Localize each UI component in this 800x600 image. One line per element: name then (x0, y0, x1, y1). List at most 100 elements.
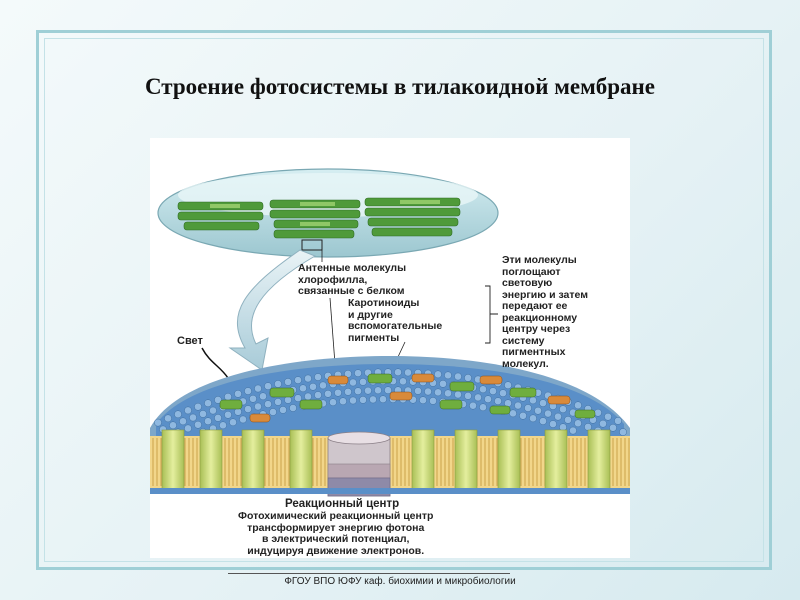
lipid-head (529, 396, 537, 405)
lipid-head (609, 423, 617, 432)
lipid-head (594, 408, 602, 417)
lipid-head (214, 396, 222, 404)
lipid-head (539, 417, 547, 425)
footer-rule (228, 573, 510, 574)
lipid-head (489, 387, 497, 395)
lipid-head (554, 412, 562, 421)
lipid-head (184, 424, 192, 433)
lipid-head (349, 396, 357, 405)
zoom-arrow (228, 249, 317, 371)
lipid-head (329, 398, 337, 407)
lipid-head (219, 421, 227, 430)
lipid-head (274, 380, 282, 388)
lipid-head (184, 406, 192, 415)
lipid-head (214, 414, 222, 422)
photosystem-figure: Антенные молекулы хлорофилла, связанные … (150, 138, 630, 558)
slide-title: Строение фотосистемы в тилакоидной мембр… (144, 74, 655, 99)
lipid-head (239, 415, 247, 424)
lipid-head (244, 387, 252, 395)
lipid-head (334, 388, 342, 397)
lipid-head (474, 393, 482, 402)
lipid-head (399, 377, 407, 386)
lipid-head (419, 396, 427, 405)
lipid-head (359, 396, 367, 404)
lipid-head (154, 418, 162, 427)
lipid-head (304, 392, 312, 401)
lipid-head (344, 388, 352, 396)
lipid-head (314, 373, 322, 381)
lipid-head (444, 371, 452, 380)
lipid-head (434, 370, 442, 379)
lipid-head (354, 387, 362, 396)
lipid-head (284, 378, 292, 386)
label-carotenoids: Каротиноиды и другие вспомогательные пиг… (348, 297, 443, 344)
lipid-head (254, 384, 262, 393)
lipid-head (284, 396, 292, 404)
lipid-head (279, 406, 287, 414)
lipid-head (249, 394, 257, 403)
lipid-head (434, 388, 442, 397)
thylakoid-membrane (150, 356, 630, 497)
lipid-head (369, 395, 377, 404)
lipid-head (384, 386, 392, 395)
lipid-head (199, 410, 207, 418)
lipid-head (544, 409, 552, 418)
lipid-head (479, 403, 487, 412)
lipid-head (574, 419, 582, 428)
lipid-head (379, 395, 387, 404)
protein-cylinder (199, 429, 223, 493)
lipid-head (324, 389, 332, 398)
lipid-head (559, 405, 567, 414)
lipid-head (364, 386, 372, 395)
lipid-head (274, 398, 282, 406)
slide-frame (36, 30, 772, 570)
protein-cylinder (497, 429, 521, 493)
lipid-head (259, 392, 267, 401)
lipid-head (494, 397, 502, 405)
lipid-head (519, 411, 527, 420)
protein-cylinder (411, 429, 435, 493)
lipid-head (479, 385, 487, 394)
lipid-head (484, 395, 492, 404)
lipid-head (529, 414, 537, 423)
lipid-head (309, 382, 317, 391)
lipid-head (234, 407, 242, 416)
lipid-head (569, 426, 577, 435)
photosystem-illustration (150, 168, 630, 497)
lipid-head (169, 421, 177, 430)
chloroplast (157, 168, 499, 258)
lipid-head (174, 410, 182, 419)
lipid-head (454, 372, 462, 381)
lipid-head (299, 384, 307, 393)
reaction-center (327, 431, 391, 497)
lipid-head (229, 418, 237, 427)
lipid-head (509, 409, 517, 418)
lipid-head (614, 417, 622, 425)
lipid-head (234, 389, 242, 398)
lipid-head (224, 410, 232, 419)
lipid-head (604, 412, 612, 421)
lipid-head (374, 386, 382, 395)
protein-cylinder (544, 429, 568, 493)
lipid-head (354, 369, 362, 378)
lipid-head (359, 378, 367, 386)
lipid-head (414, 387, 422, 395)
lipid-head (534, 406, 542, 415)
lipid-head (204, 399, 212, 408)
lipid-head (499, 389, 507, 398)
lipid-head (204, 417, 212, 426)
lipid-head (269, 408, 277, 416)
slide-footer: ФГОУ ВПО ЮФУ каф. биохимии и микробиолог… (284, 576, 516, 587)
reaction-center-desc: Фотохимический реакционный центр трансфо… (238, 510, 434, 557)
lipid-head (319, 381, 327, 390)
lipid-head (444, 389, 452, 398)
slide-frame-inner (44, 38, 764, 562)
lipid-head (304, 374, 312, 383)
protein-cylinder (587, 429, 611, 493)
lipid-head (264, 400, 272, 408)
lipid-head (224, 392, 232, 401)
lipid-head (549, 420, 557, 428)
lipid-head (244, 405, 252, 413)
lipid-head (564, 416, 572, 424)
label-molecules: Эти молекулы поглощают световую энергию … (502, 254, 589, 370)
